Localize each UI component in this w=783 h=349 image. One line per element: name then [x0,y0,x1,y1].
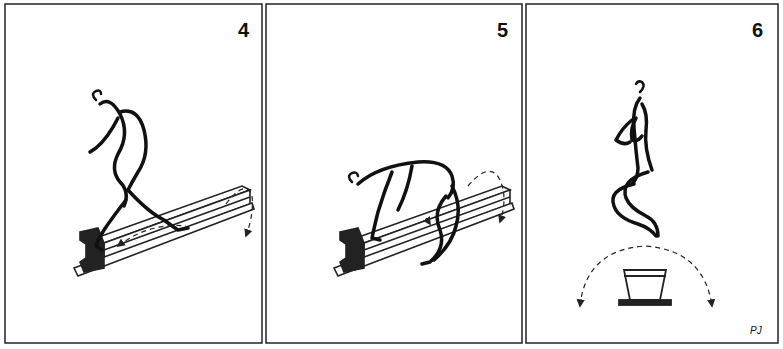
panel-number: 5 [497,20,508,40]
beam [334,186,514,276]
panel-number: 6 [752,20,763,40]
beam [74,186,254,276]
panel-frame [526,4,778,343]
motion-arrow [118,189,252,246]
panel-frame [266,4,522,343]
gymnast-figure [613,81,658,236]
gymnast-figure [90,90,188,250]
panel-number: 4 [238,20,249,40]
panel-frames [5,4,778,343]
gymnast-figure [349,162,458,264]
artist-signature: PJ [750,326,762,336]
panel-frame [5,4,262,343]
motion-arrow [580,246,712,306]
motion-arrow [426,171,504,224]
vault-box [619,270,671,305]
